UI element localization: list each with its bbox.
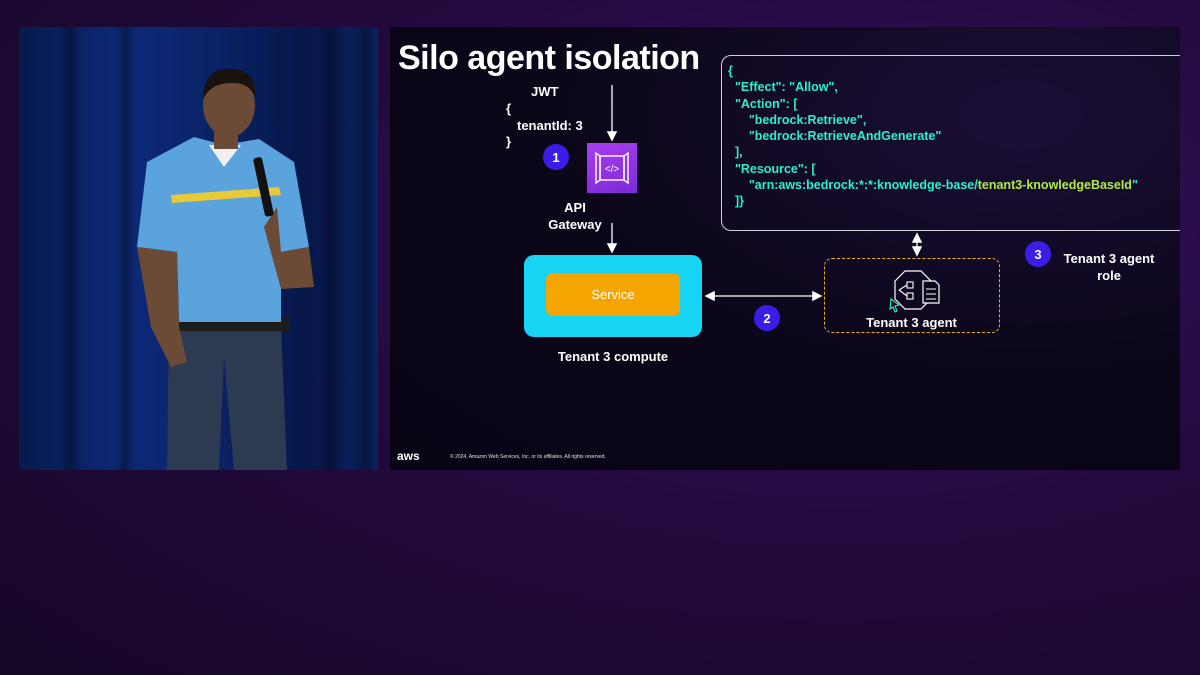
policy-resource-prefix: "arn:aws:bedrock:*:*:knowledge-base/ [728,178,978,193]
jwt-tenant-id: tenantId: 3 [517,118,583,133]
policy-line: "Effect": "Allow", [728,80,838,95]
agent-role-label-line2: role [1097,268,1121,283]
policy-resource-line: "arn:aws:bedrock:*:*:knowledge-base/tena… [728,177,1180,193]
policy-line: { [728,64,733,78]
api-gateway-icon: </> [587,143,637,193]
policy-line: ], [728,145,743,160]
connector-arrows [606,85,923,302]
agent-label: Tenant 3 agent [866,315,957,330]
compute-label: Tenant 3 compute [557,349,669,364]
copyright-text: © 2024, Amazon Web Services, Inc. or its… [450,454,606,460]
slide: Silo agent isolation JWT { tenantId: 3 }… [390,27,1180,470]
policy-resource-tail: " [1131,178,1138,193]
jwt-open-brace: { [506,101,512,116]
policy-line: "Action": [ [728,96,798,111]
step-badge-1: 1 [543,144,569,170]
jwt-close-brace: } [506,134,512,149]
curtain-fold [114,27,136,470]
aws-logo: aws [397,449,420,463]
speaker-figure [137,68,314,470]
tenant-agent-box: Tenant 3 agent [824,258,1000,333]
svg-text:</>: </> [605,164,620,175]
policy-line: "bedrock:RetrieveAndGenerate" [728,129,942,144]
service-box: Service [546,273,680,316]
api-gateway-label-line2: Gateway [548,217,602,232]
policy-resource-highlight: tenant3-knowledgeBaseId [977,178,1132,193]
step-badge-3: 3 [1025,241,1051,267]
policy-line: "Resource": [ [728,161,816,176]
tenant-compute-box: Service [524,255,702,337]
jwt-label: JWT [531,84,559,99]
api-gateway-label-line1: API [564,200,586,215]
step-badge-2: 2 [754,305,780,331]
speaker-video [19,27,378,470]
api-gateway-label: API Gateway [540,199,610,233]
iam-policy-box: { "Effect": "Allow", "Action": [ "bedroc… [721,55,1180,231]
agent-role-label: Tenant 3 agent role [1054,250,1164,284]
slide-title: Silo agent isolation [398,39,700,77]
agent-role-label-line1: Tenant 3 agent [1063,251,1155,266]
policy-line: ]} [728,194,744,209]
policy-line: "bedrock:Retrieve", [728,112,867,127]
curtain-fold [354,27,376,470]
curtain-fold [59,27,81,470]
agent-icon [889,270,940,313]
curtain-fold [319,27,341,470]
